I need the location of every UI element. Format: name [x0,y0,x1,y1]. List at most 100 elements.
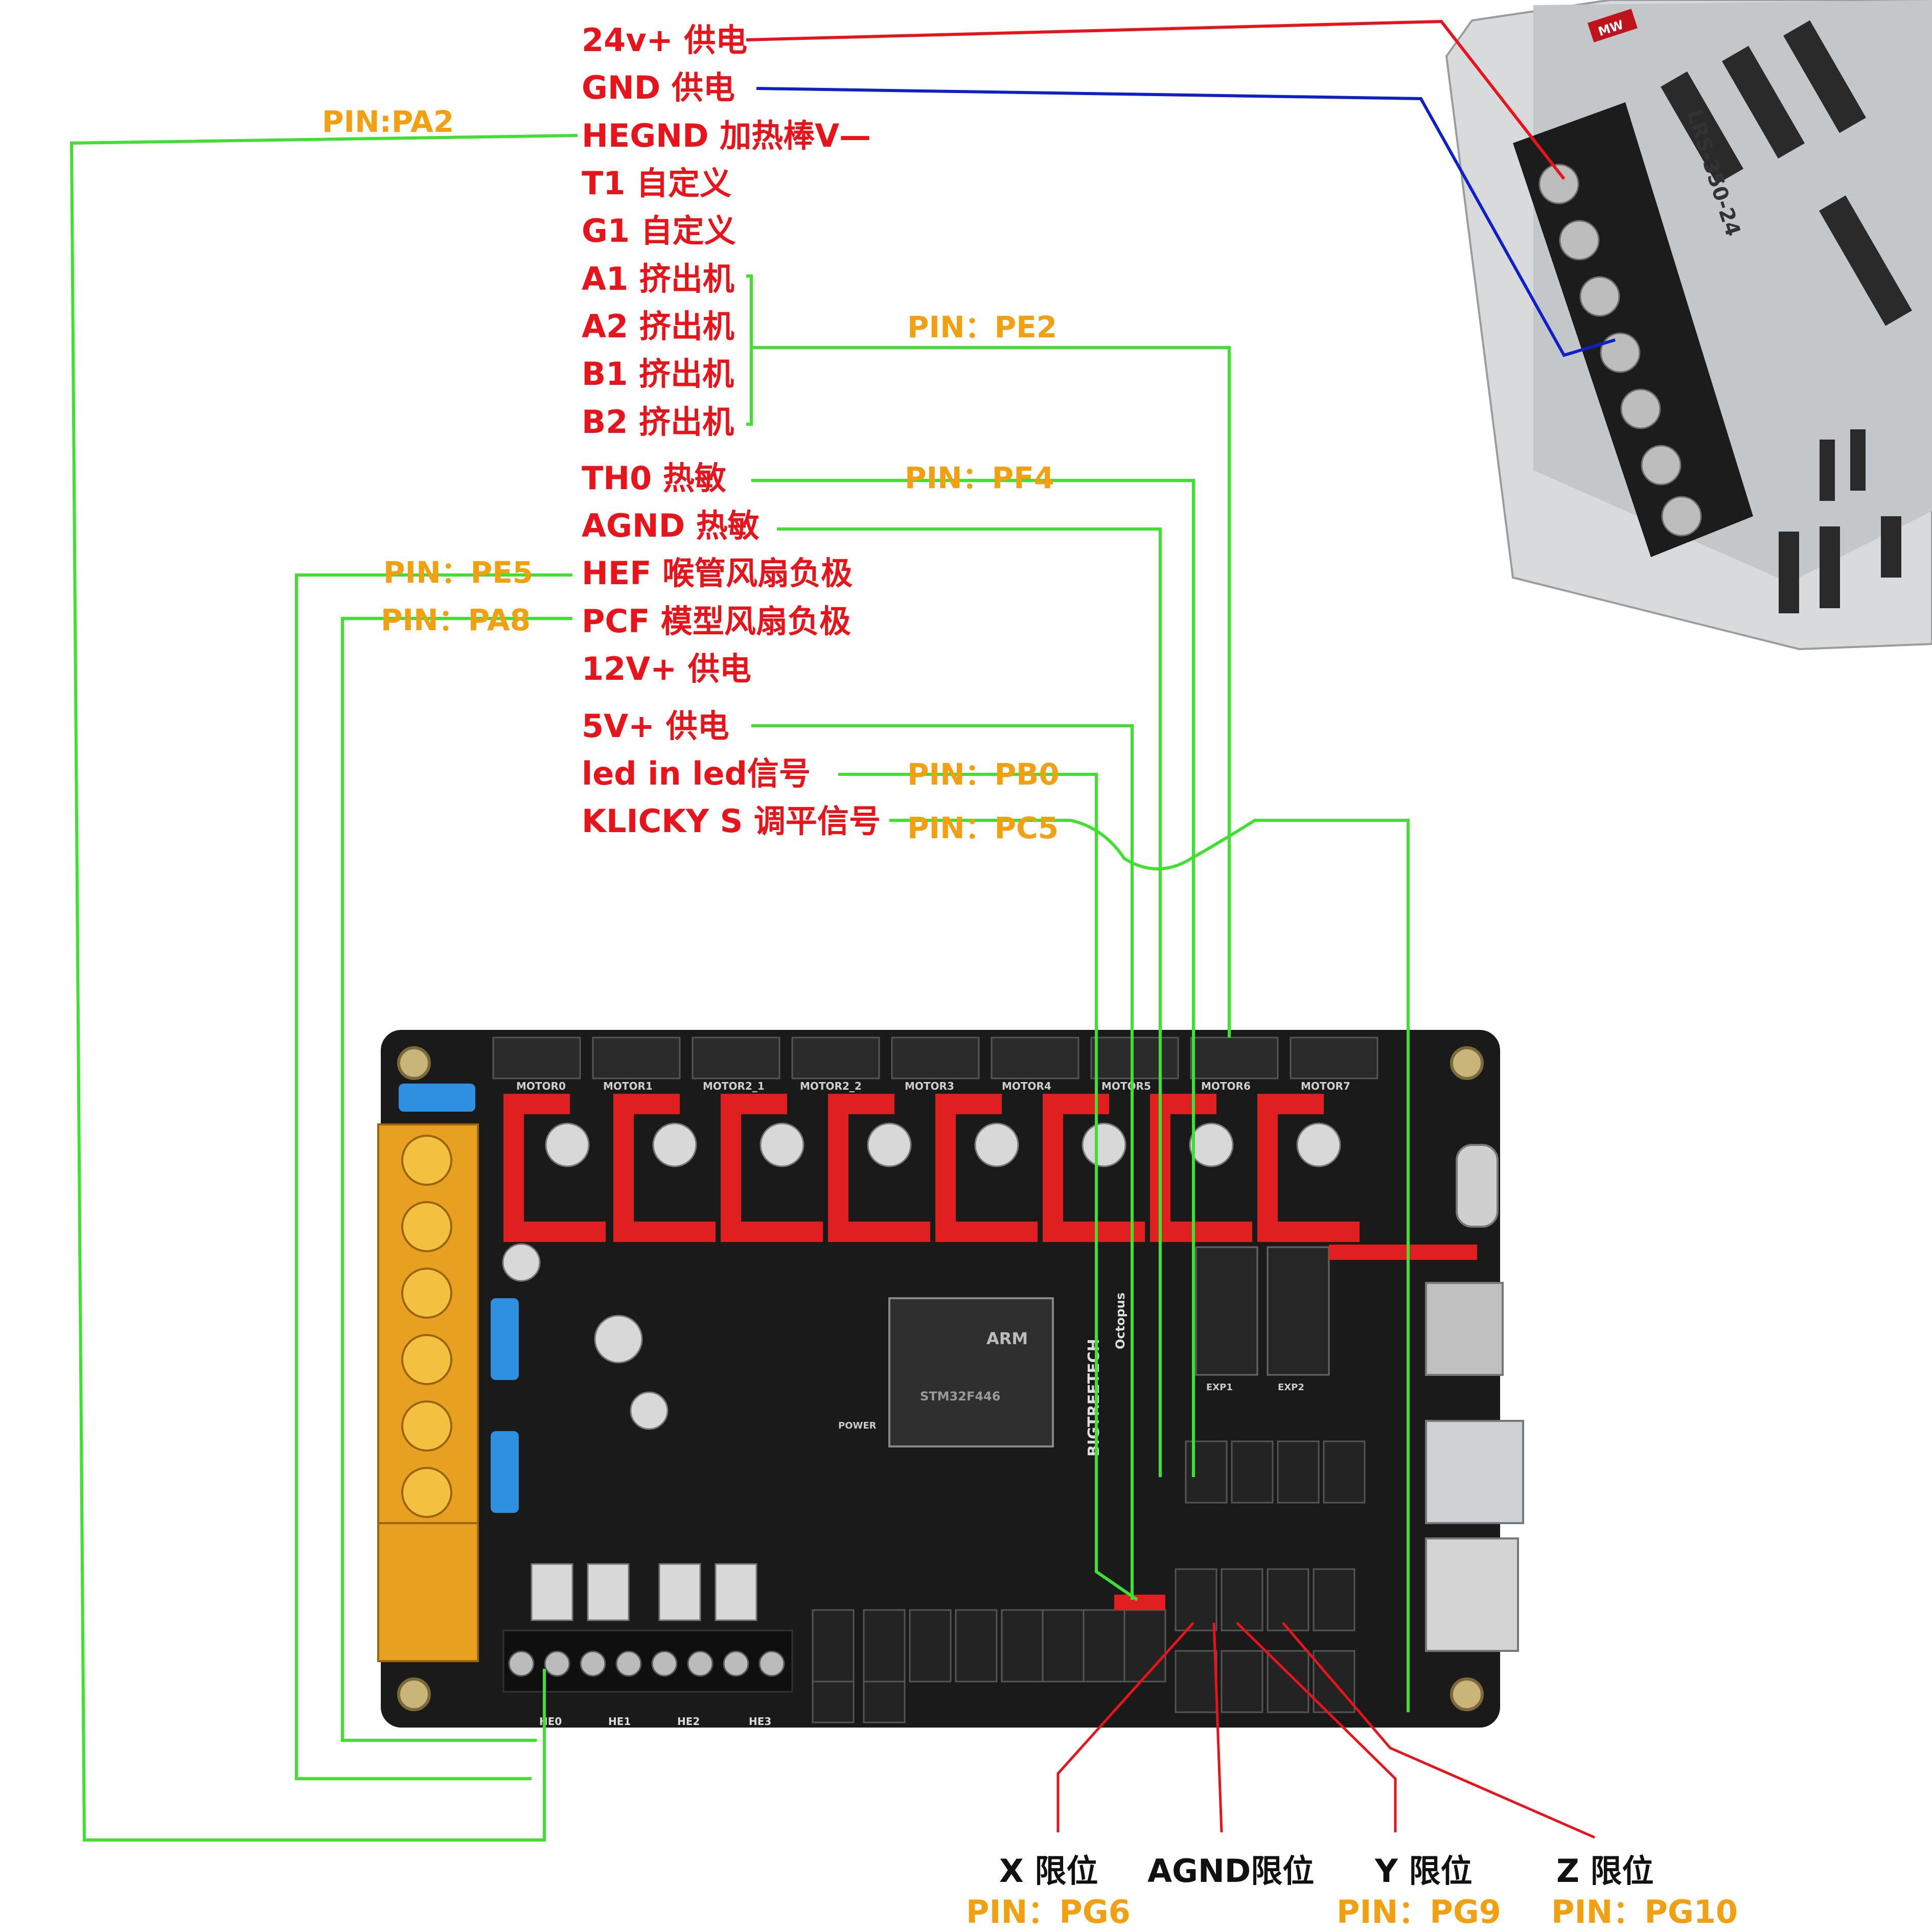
psu-brand-badge [1588,9,1638,42]
label-hef: HEF 喉管风扇负极 [582,555,853,592]
power-input-terminal-lower [377,1522,479,1662]
exp-label: EXP2 [1278,1382,1304,1393]
endstop-agnd-name: AGND限位 [1147,1852,1314,1890]
label-a1: A1 挤出机 [582,260,734,297]
motor-label: MOTOR3 [905,1080,954,1092]
driver-capacitors [502,1122,1341,1430]
label-a2: A2 挤出机 [582,308,734,345]
psu-vent-slots [1661,20,1912,613]
wire-bracket [746,274,753,426]
pin-pe5: PIN：PE5 [383,555,533,590]
endstop-labels: X 限位 AGND限位 Y 限位 Z 限位 PIN：PG6 PIN：PG9 PI… [966,1852,1738,1930]
motor-label: MOTOR1 [603,1080,653,1092]
mcu-chip [888,1297,1054,1447]
label-hegnd: HEGND 加热棒V— [582,117,871,154]
psu-screw-terminals [1538,164,1702,537]
fuse [399,1084,475,1112]
heater-label: HE1 [608,1715,631,1728]
motor-label: MOTOR4 [1002,1080,1051,1092]
endstop-leaders [1056,1622,1596,1839]
label-klicky: KLICKY S 调平信号 [582,802,881,840]
driver-sockets [503,1094,1324,1242]
driver-socket-bottom [524,1222,1360,1242]
mcu-chip-text: STM32F446 [920,1389,1000,1404]
wire-th0 [751,479,1195,1477]
label-b2: B2 挤出机 [582,403,734,441]
wire-5v [751,724,1134,1600]
motor-label: MOTOR7 [1301,1080,1350,1092]
label-g1: G1 自定义 [582,212,736,249]
endstop-z-pin: PIN：PG10 [1551,1893,1738,1930]
motor-label: MOTOR0 [516,1080,566,1092]
label-12v: 12V+ 供电 [582,650,751,687]
pin-pa8: PIN：PA8 [381,603,531,637]
endstop-headers [1175,1440,1366,1713]
pin-labels: PIN:PA2 PIN：PE2 PIN：PF4 PIN：PE5 PIN：PA8 … [322,104,1060,845]
label-t1: T1 自定义 [582,165,731,202]
endstop-y-pin: PIN：PG9 [1337,1893,1501,1930]
wire-gnd [756,87,1616,357]
heater-label: HE0 [539,1715,562,1728]
mounting-holes [397,1046,1484,1711]
pin-pa2: PIN:PA2 [322,104,454,139]
exp-label: EXP1 [1206,1382,1233,1393]
label-5v: 5V+ 供电 [582,707,729,745]
power-input-terminal [377,1123,479,1524]
power-supply: MW LRS-350-24 [1445,0,1932,651]
wire-led [838,773,1138,1601]
rj-port [1425,1537,1519,1652]
signal-wires [70,134,1410,1842]
motor-label: MOTOR2_2 [800,1080,862,1092]
endstop-x-pin: PIN：PG6 [966,1893,1131,1930]
motor-label: MOTOR5 [1101,1080,1151,1092]
motor-label: MOTOR6 [1201,1080,1251,1092]
silk-model: Octopus [1113,1293,1128,1349]
motor-labels: MOTOR0 MOTOR1 MOTOR2_1 MOTOR2_2 MOTOR3 M… [516,1080,1350,1092]
leader-agnd [1212,1622,1223,1833]
label-agnd: AGND 热敏 [582,507,760,544]
label-b1: B1 挤出机 [582,355,734,393]
wire-agnd [777,527,1162,1477]
pin-pc5: PIN：PC5 [907,811,1059,845]
red-header-small [1114,1595,1165,1610]
fuse [491,1431,519,1513]
leader-z [1282,1622,1596,1839]
motor-label: MOTOR2_1 [703,1080,765,1092]
endstop-y-name: Y 限位 [1374,1852,1472,1890]
endstop-z-name: Z 限位 [1556,1852,1654,1890]
leader-y [1236,1622,1397,1832]
heater-label: HE3 [749,1715,771,1728]
label-led: led in led信号 [582,755,811,792]
heater-labels: HE0 HE1 HE2 HE3 [539,1715,771,1728]
label-pcf: PCF 模型风扇负极 [582,603,851,640]
wire-pcf [341,617,572,1742]
leader-x [1056,1622,1194,1832]
pin-pe2: PIN：PE2 [907,310,1057,344]
exp-headers [1195,1246,1330,1376]
mosfets [531,1563,757,1621]
label-24v: 24v+ 供电 [582,21,747,59]
octopus-board: MOTOR0 MOTOR1 MOTOR2_1 MOTOR2_2 MOTOR3 M… [377,1030,1524,1728]
label-gnd: GND 供电 [582,69,735,106]
fan-headers [812,1609,1166,1723]
endstop-x-name: X 限位 [999,1852,1098,1890]
silk-brand: BIGTREETECH [1085,1339,1103,1457]
wire-klicky [889,819,1410,1712]
motor-connectors [492,1037,1378,1079]
harness-labels: 24v+ 供电 GND 供电 HEGND 加热棒V— T1 自定义 G1 自定义… [582,21,881,840]
wire-pe2 [751,346,1231,1038]
red-pin-header [1329,1245,1477,1260]
pin-pf4: PIN：PF4 [905,461,1054,495]
wire-24v [746,19,1566,180]
wire-hegnd [70,134,578,1842]
mcu-arm-text: ARM [986,1329,1028,1348]
sd-card-slot [1425,1282,1504,1376]
pin-pb0: PIN：PB0 [907,757,1060,792]
label-th0: TH0 热敏 [582,459,726,497]
heater-terminal-screws [508,1650,785,1677]
heater-label: HE2 [677,1715,700,1728]
fuse [491,1298,519,1380]
power-label: POWER [838,1420,877,1431]
